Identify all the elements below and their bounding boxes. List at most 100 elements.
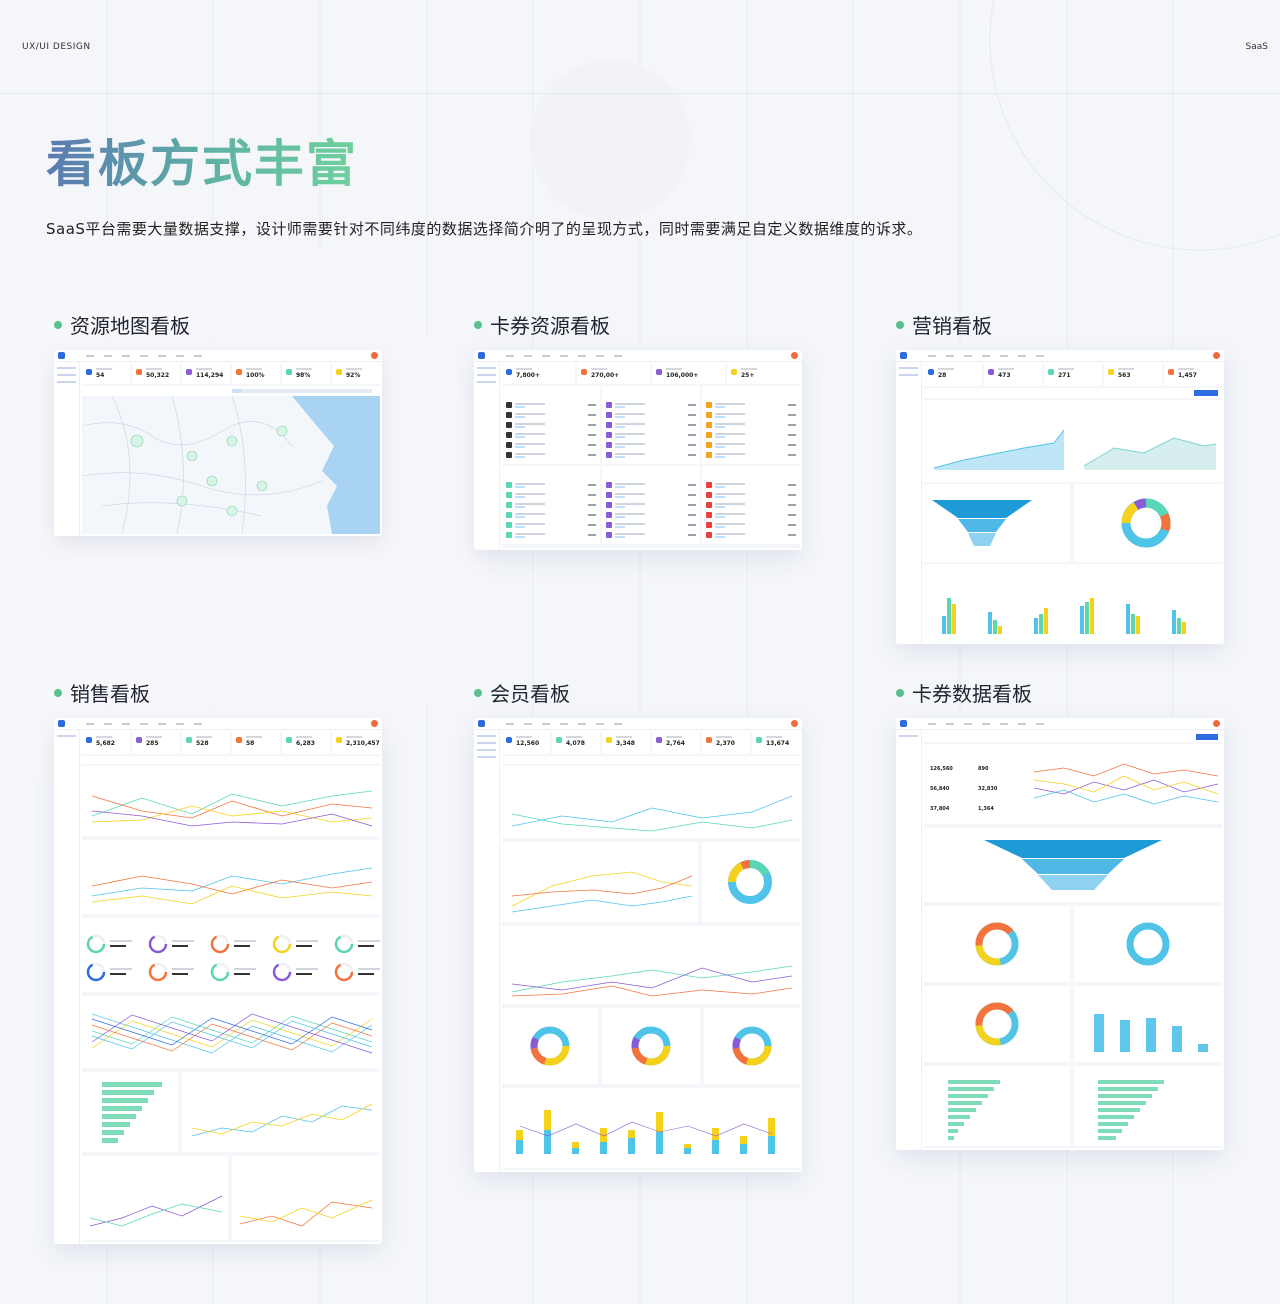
- progress-ring: [334, 962, 354, 982]
- coupon-icon: [706, 402, 712, 408]
- progress-ring: [86, 934, 106, 954]
- bar: [1182, 622, 1186, 634]
- kpi-row: 5,682 285 528 58 6,283 2,310,457: [82, 732, 380, 754]
- bar: [993, 620, 997, 634]
- bar: [988, 612, 992, 634]
- coupon-icon: [706, 432, 712, 438]
- avatar: [371, 720, 378, 727]
- bar: [684, 1144, 691, 1148]
- bar: [1172, 610, 1176, 634]
- bar: [712, 1128, 719, 1140]
- bar: [102, 1090, 154, 1095]
- bar: [1146, 1018, 1156, 1052]
- series-line: [91, 1013, 373, 1054]
- svg-text:56,840: 56,840: [930, 786, 950, 792]
- bullet-icon: [896, 320, 904, 329]
- kpi-row: 28 473 271 563 1,457: [924, 364, 1222, 386]
- coupon-icon: [506, 402, 512, 408]
- bar: [1090, 598, 1094, 634]
- bar: [712, 1140, 719, 1154]
- svg-text:890: 890: [978, 766, 989, 772]
- coupon-icon: [606, 412, 612, 418]
- bar: [948, 1080, 1000, 1084]
- coupon-lists: [502, 386, 800, 544]
- coupon-icon: [706, 442, 712, 448]
- bar: [998, 626, 1002, 634]
- svg-text:32,830: 32,830: [978, 786, 998, 792]
- progress-ring: [86, 962, 106, 982]
- section-map-board: 资源地图看板: [54, 310, 190, 339]
- bar: [1136, 616, 1140, 634]
- coupon-icon: [706, 502, 712, 508]
- bar: [948, 1094, 988, 1098]
- bar: [768, 1118, 775, 1136]
- app-top-nav: [474, 718, 802, 730]
- coupon-icon: [506, 492, 512, 498]
- coupon-icon: [606, 482, 612, 488]
- section-coupon-board: 卡券资源看板: [474, 310, 610, 339]
- bar: [516, 1140, 523, 1154]
- series-line: [91, 1018, 373, 1049]
- progress-ring: [148, 962, 168, 982]
- bar: [948, 1108, 976, 1112]
- bar: [942, 616, 946, 634]
- bar: [628, 1138, 635, 1154]
- series-line: [91, 1013, 373, 1054]
- coupon-icon: [706, 492, 712, 498]
- coupon-icon: [706, 532, 712, 538]
- bullet-icon: [474, 320, 482, 329]
- coupon-icon: [606, 432, 612, 438]
- progress-ring: [148, 934, 168, 954]
- bar: [948, 1129, 958, 1133]
- map-panel: [81, 386, 380, 535]
- bar: [1044, 608, 1048, 634]
- member-charts: [502, 756, 800, 1168]
- bar: [102, 1130, 124, 1135]
- bar: [948, 1122, 964, 1126]
- member-board-screenshot: 12,560 4,078 3,348 2,764 2,370 13,674: [474, 718, 802, 1172]
- bar: [572, 1142, 579, 1148]
- coupon-icon: [506, 482, 512, 488]
- bullet-icon: [54, 688, 62, 697]
- svg-text:1,364: 1,364: [978, 806, 994, 812]
- bar: [102, 1114, 136, 1119]
- series-line: [91, 1016, 373, 1046]
- bar: [684, 1148, 691, 1154]
- logo-icon: [900, 352, 907, 359]
- app-sidebar: [54, 362, 80, 536]
- bar: [516, 1130, 523, 1140]
- bar: [656, 1132, 663, 1154]
- coupon-icon: [606, 492, 612, 498]
- bar: [102, 1122, 130, 1127]
- marketing-board-screenshot: 28 473 271 563 1,457: [896, 350, 1224, 644]
- donut: [1126, 922, 1170, 966]
- bar: [102, 1138, 118, 1143]
- brand-label: UX/UI DESIGN: [22, 42, 91, 52]
- bar: [952, 604, 956, 634]
- coupon-icon: [706, 412, 712, 418]
- avatar: [791, 352, 798, 359]
- coupon-icon: [506, 422, 512, 428]
- coupon-icon: [606, 442, 612, 448]
- bar: [1085, 602, 1089, 634]
- logo-icon: [58, 720, 65, 727]
- coupon-icon: [506, 532, 512, 538]
- coupon-icon: [506, 502, 512, 508]
- coupon-icon: [506, 442, 512, 448]
- bar: [600, 1142, 607, 1154]
- bar: [544, 1110, 551, 1130]
- bar: [947, 598, 951, 634]
- bar: [948, 1115, 970, 1119]
- bar: [600, 1128, 607, 1142]
- resource-map[interactable]: [81, 386, 380, 535]
- bar: [1120, 1020, 1130, 1052]
- section-marketing-board: 营销看板: [896, 310, 992, 339]
- bar: [768, 1136, 775, 1154]
- app-top-nav: [474, 350, 802, 362]
- coupon-icon: [506, 432, 512, 438]
- svg-text:37,804: 37,804: [930, 806, 950, 812]
- bar: [1094, 1014, 1104, 1052]
- bullet-icon: [54, 320, 62, 329]
- bar: [948, 1101, 982, 1105]
- coupon-icon: [506, 452, 512, 458]
